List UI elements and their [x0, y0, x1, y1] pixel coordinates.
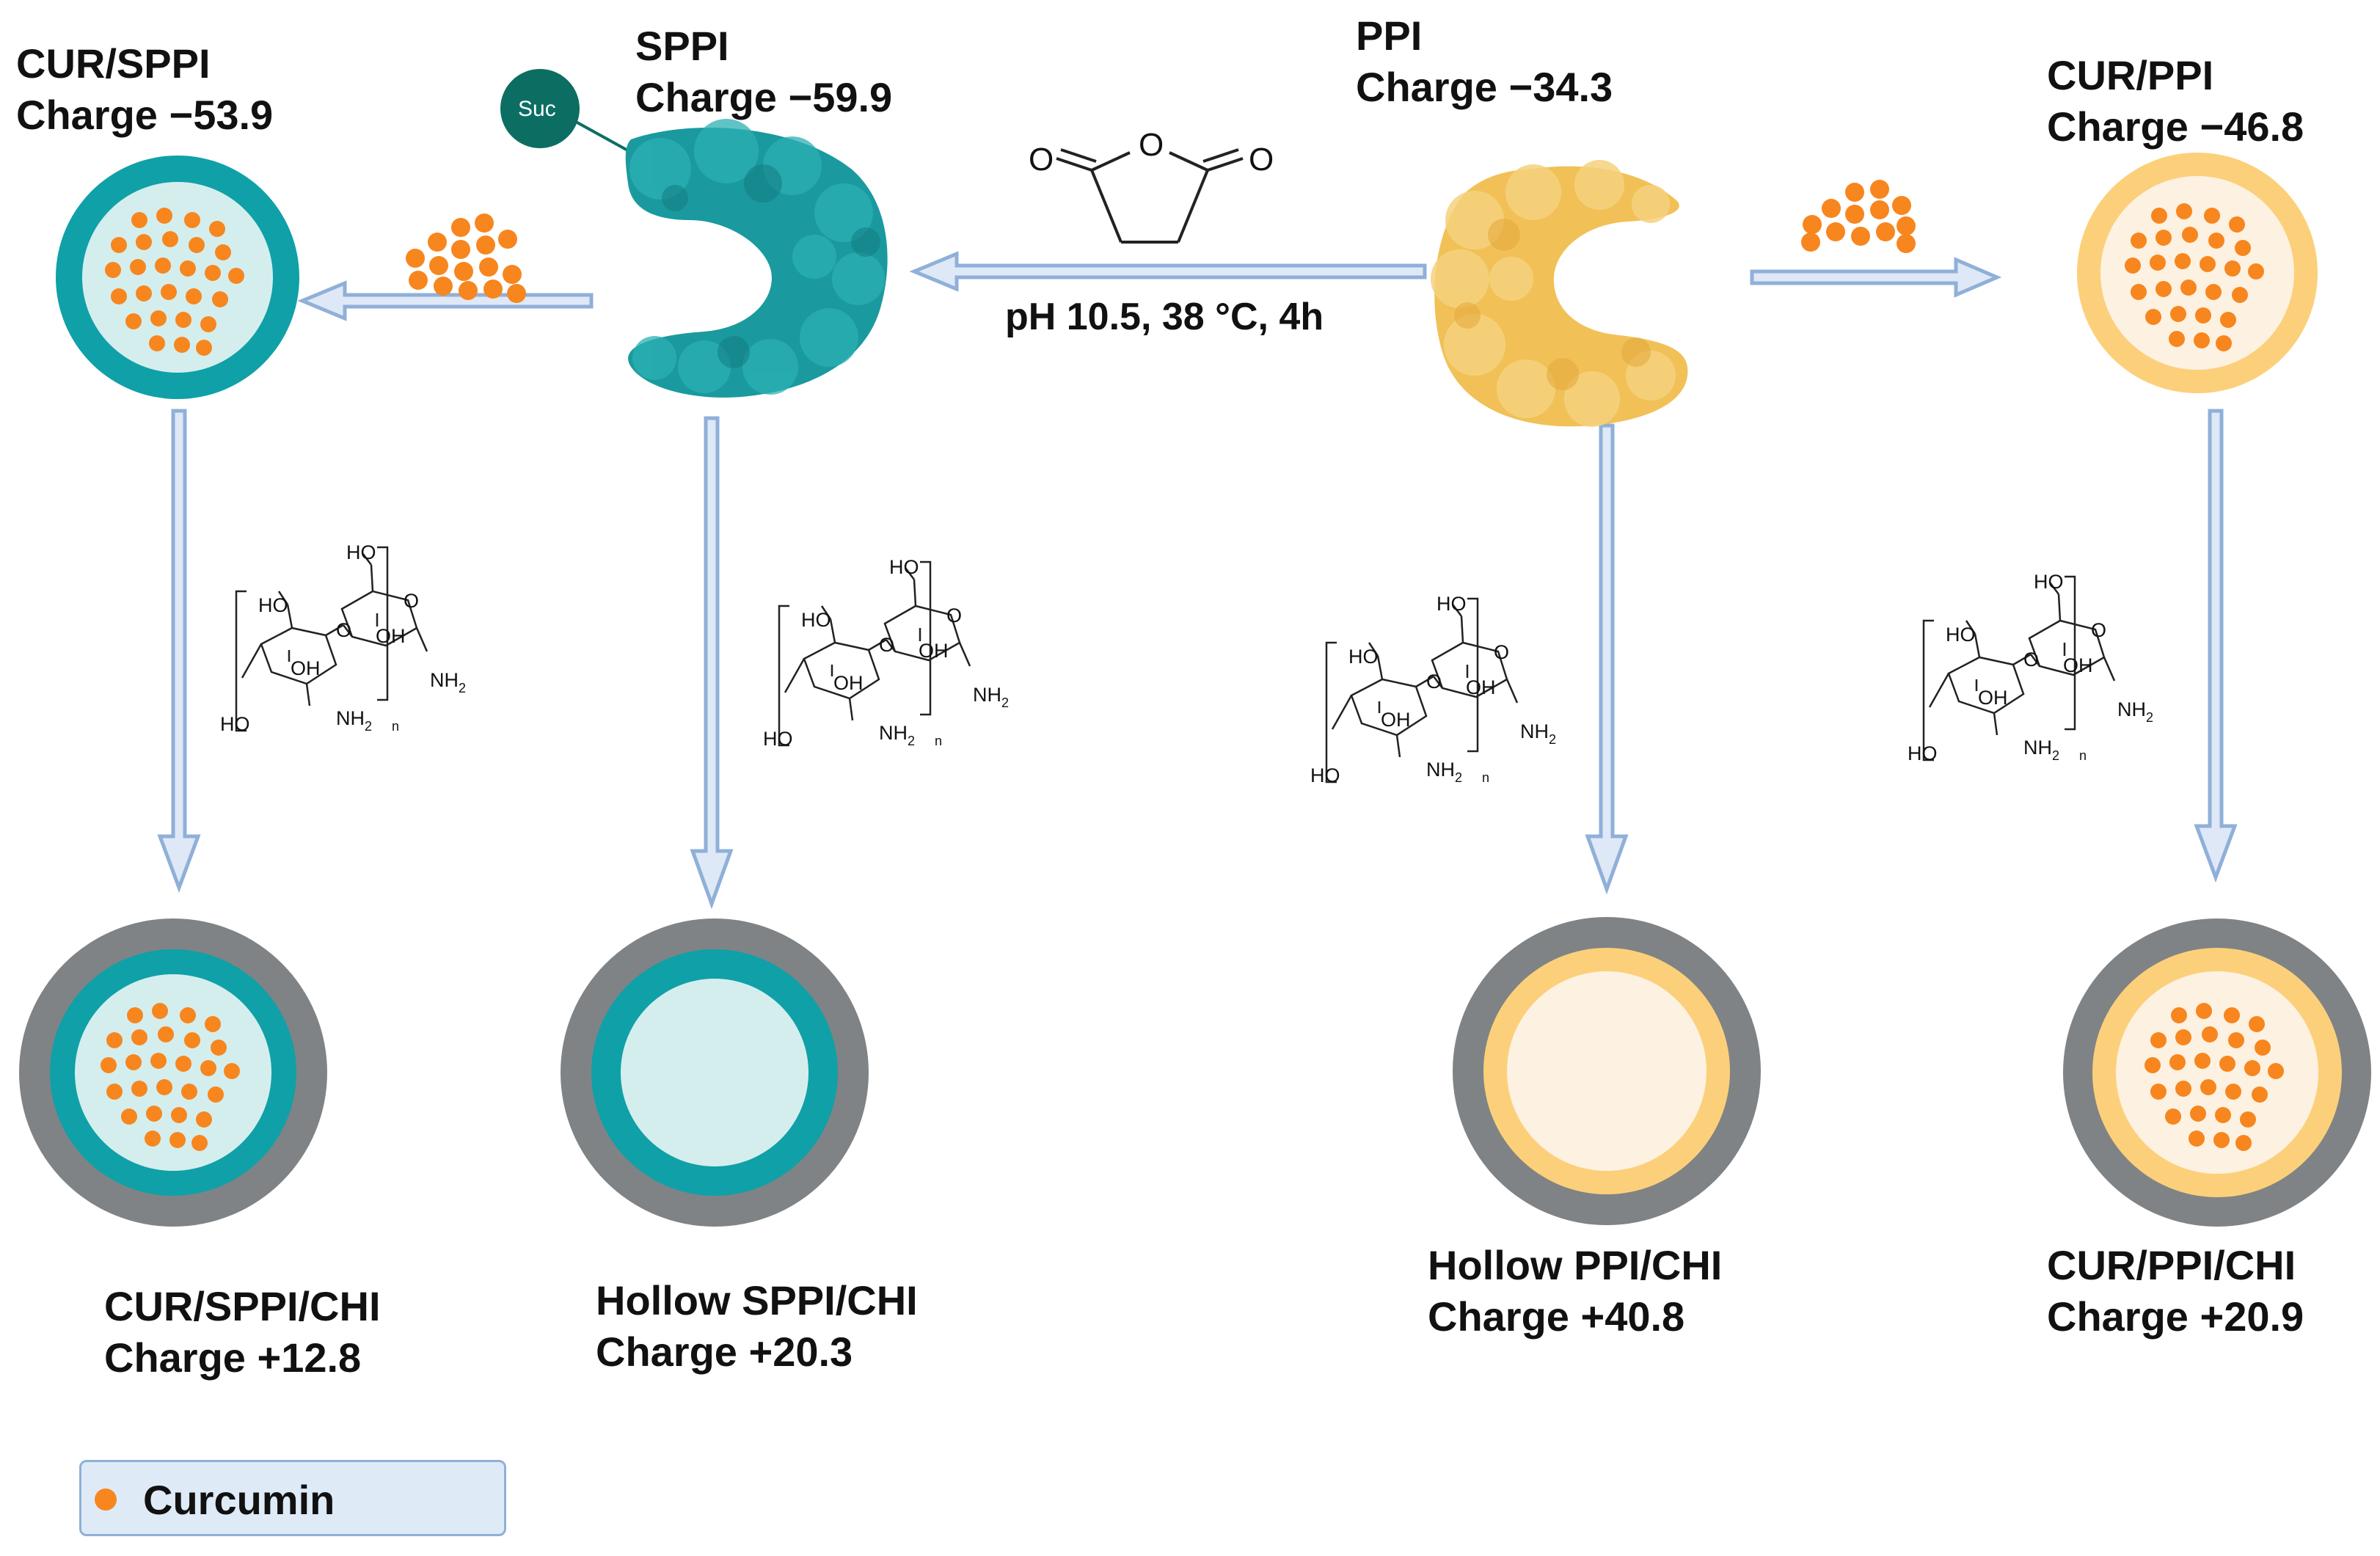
label-sppi-charge: Charge −59.9 [635, 74, 893, 120]
particle-cur-sppi [56, 156, 299, 399]
anhydride-o-ring: O [1139, 127, 1164, 163]
svg-text:NH2: NH2 [1520, 720, 1556, 747]
legend-label: Curcumin [143, 1477, 335, 1523]
svg-text:HO: HO [801, 609, 831, 631]
label-ppi-name: PPI [1356, 12, 1423, 59]
arrow-ppi-down [1585, 423, 1629, 895]
svg-text:O: O [946, 604, 962, 627]
particle-hollow-sppi-chi [561, 918, 869, 1227]
svg-text:NH2: NH2 [336, 707, 372, 734]
label-hollow-sppi-chi: Hollow SPPI/CHI Charge +20.3 [596, 1275, 918, 1378]
label-cur-ppi-name: CUR/PPI [2047, 52, 2214, 98]
label-hollow-ppi-chi-charge: Charge +40.8 [1428, 1293, 1685, 1340]
arrow-cur-sppi-down [157, 409, 201, 894]
svg-text:OH: OH [291, 657, 321, 679]
legend: Curcumin [79, 1460, 506, 1536]
svg-text:HO: HO [1310, 764, 1340, 786]
arrow-sppi-down [690, 416, 734, 910]
svg-text:n: n [1482, 770, 1489, 785]
particle-cur-sppi-chi [19, 918, 327, 1227]
svg-text:OH: OH [1978, 687, 2008, 709]
svg-text:HO: HO [258, 594, 288, 616]
svg-text:HO: HO [1348, 646, 1379, 668]
svg-text:O: O [336, 619, 351, 641]
label-ppi-charge: Charge −34.3 [1356, 64, 1613, 110]
svg-text:O: O [404, 590, 419, 612]
chitosan-structure-4: HO HO OH OH O O HO NH2 NH2 n [1908, 571, 2153, 764]
sppi-protein-blob: Suc [500, 69, 888, 398]
svg-text:O: O [2023, 649, 2039, 671]
svg-text:O: O [879, 634, 894, 656]
label-cur-sppi-chi-charge: Charge +12.8 [104, 1334, 362, 1381]
suc-circle-icon [500, 69, 580, 148]
particle-hollow-ppi-chi [1453, 917, 1761, 1225]
svg-text:NH2: NH2 [1426, 759, 1462, 785]
svg-text:OH: OH [919, 640, 949, 662]
anhydride-o-right: O [1249, 142, 1274, 178]
label-cur-sppi-name: CUR/SPPI [16, 40, 211, 87]
svg-text:NH2: NH2 [2117, 698, 2153, 725]
label-hollow-sppi-chi-name: Hollow SPPI/CHI [596, 1277, 918, 1323]
svg-text:HO: HO [1908, 742, 1938, 764]
svg-text:HO: HO [220, 713, 250, 735]
svg-text:HO: HO [889, 556, 919, 578]
chitosan-structure-3: HO HO OH OH O O HO NH2 NH2 n [1310, 593, 1556, 786]
label-cur-sppi-chi-name: CUR/SPPI/CHI [104, 1283, 381, 1329]
svg-text:HO: HO [2034, 571, 2064, 593]
svg-text:O: O [1494, 641, 1509, 663]
label-hollow-sppi-chi-charge: Charge +20.3 [596, 1329, 853, 1375]
suc-tag: Suc [518, 97, 556, 121]
label-cur-ppi-chi: CUR/PPI/CHI Charge +20.9 [2047, 1240, 2304, 1343]
svg-text:O: O [1426, 671, 1442, 693]
svg-text:NH2: NH2 [430, 669, 466, 695]
label-cur-sppi-chi: CUR/SPPI/CHI Charge +12.8 [104, 1281, 381, 1384]
svg-text:OH: OH [1466, 676, 1496, 698]
particle-cur-ppi [2077, 153, 2318, 393]
label-cur-ppi-chi-name: CUR/PPI/CHI [2047, 1242, 2296, 1288]
label-cur-sppi-charge: Charge −53.9 [16, 92, 274, 138]
label-cur-ppi-chi-charge: Charge +20.9 [2047, 1293, 2304, 1340]
anhydride-o-left: O [1029, 142, 1054, 178]
label-hollow-ppi-chi: Hollow PPI/CHI Charge +40.8 [1428, 1240, 1722, 1343]
svg-text:OH: OH [1381, 709, 1411, 731]
ppi-protein-blob [1431, 160, 1688, 427]
curcumin-heap-left [406, 213, 526, 303]
succinic-anhydride-structure [1056, 148, 1244, 244]
label-ppi: PPI Charge −34.3 [1356, 10, 1613, 113]
svg-text:NH2: NH2 [879, 722, 915, 748]
label-cur-ppi-charge: Charge −46.8 [2047, 103, 2304, 150]
curcumin-dot-icon [95, 1489, 117, 1511]
label-sppi-name: SPPI [635, 23, 729, 69]
svg-text:HO: HO [763, 728, 793, 750]
reaction-conditions: pH 10.5, 38 °C, 4h [1005, 296, 1324, 338]
particle-cur-ppi-chi [2063, 918, 2371, 1227]
svg-text:n: n [935, 734, 942, 748]
label-sppi: SPPI Charge −59.9 [635, 21, 892, 123]
svg-text:NH2: NH2 [2023, 737, 2059, 763]
svg-text:n: n [392, 719, 399, 734]
chitosan-structure-1: HO HO OH OH O O HO NH2 NH2 n [220, 541, 466, 735]
svg-text:n: n [2079, 748, 2087, 763]
label-cur-ppi: CUR/PPI Charge −46.8 [2047, 50, 2304, 153]
arrow-sppi-to-cur-sppi [297, 280, 594, 321]
chitosan-structure-2: HO HO OH OH O O HO NH2 NH2 n [763, 556, 1009, 750]
svg-text:HO: HO [346, 541, 376, 563]
label-hollow-ppi-chi-name: Hollow PPI/CHI [1428, 1242, 1723, 1288]
svg-text:OH: OH [833, 672, 864, 694]
svg-text:NH2: NH2 [973, 684, 1009, 710]
arrow-ppi-to-sppi [909, 251, 1427, 292]
svg-text:OH: OH [376, 625, 406, 647]
svg-text:HO: HO [1437, 593, 1467, 615]
svg-text:OH: OH [2063, 654, 2093, 676]
svg-text:HO: HO [1946, 624, 1976, 646]
arrow-cur-ppi-down [2194, 409, 2238, 883]
svg-text:O: O [2091, 619, 2106, 641]
label-cur-sppi: CUR/SPPI Charge −53.9 [16, 38, 273, 141]
arrow-ppi-to-cur-ppi [1750, 257, 2002, 298]
curcumin-heap-right [1801, 180, 1916, 253]
